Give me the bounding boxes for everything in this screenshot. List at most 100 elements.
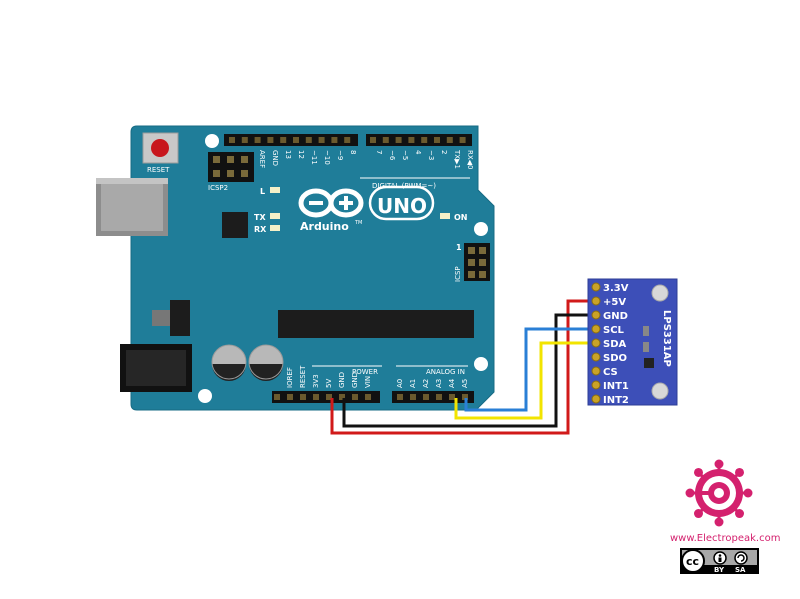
pin-hole (274, 394, 280, 400)
pin-hole (344, 137, 351, 143)
digital-pin-label: 4 (414, 150, 422, 155)
pin-hole (318, 137, 325, 143)
power-pin-label: 5V (325, 379, 333, 388)
capacitor (248, 344, 284, 381)
wire-gnd[interactable] (342, 313, 597, 428)
icsp-pin1-label: 1 (456, 243, 462, 252)
analog-header (392, 391, 474, 403)
wire-sda[interactable] (454, 341, 597, 420)
smd-component (643, 326, 649, 336)
pin-hole (382, 137, 389, 143)
wire-scl[interactable] (464, 327, 597, 412)
digital-pin-label: 8 (349, 150, 357, 154)
dc-power-jack (120, 344, 192, 392)
power-pin-label: 3V3 (312, 374, 320, 388)
pin-hole (436, 394, 442, 400)
mounting-hole (198, 389, 212, 403)
analog-pin-label: A3 (435, 379, 443, 388)
pin-hole (254, 137, 261, 143)
status-leds (270, 187, 450, 231)
module-pin-label: SDO (603, 353, 627, 364)
led-tx (270, 213, 280, 219)
module-pin-pad (591, 324, 601, 334)
power-pin-holes (274, 394, 371, 400)
cc-license-badge (680, 548, 759, 574)
led-on-label: ON (454, 213, 468, 222)
atmega-microcontroller (278, 310, 474, 338)
sensor-chip (644, 358, 654, 368)
pin-hole (229, 137, 235, 143)
module-pin-pads (591, 282, 601, 404)
electropeak-logo (685, 459, 753, 527)
pin-hole (421, 137, 428, 143)
pin-hole (339, 394, 345, 400)
module-pin-pad (591, 394, 601, 404)
cc-label: cc (686, 555, 699, 568)
pin-hole (305, 137, 312, 143)
logo-tm: TM (354, 220, 362, 226)
capacitor (211, 344, 247, 381)
power-pin-label: RESET (299, 365, 307, 388)
pin-hole (313, 394, 319, 400)
mounting-hole (474, 357, 488, 371)
reset-button[interactable] (142, 132, 179, 164)
digital-pin-label: ~9 (336, 150, 344, 160)
usb-interface-chip (222, 212, 248, 238)
pin-hole (462, 394, 468, 400)
pin-hole (293, 137, 299, 143)
pin-hole (423, 394, 429, 400)
digital-pin-label: 12 (297, 150, 305, 159)
power-pin-label: VIN (364, 376, 372, 388)
analog-label: ANALOG IN (426, 368, 465, 376)
module-pin-pad (591, 338, 601, 348)
wire-5v[interactable] (330, 299, 597, 435)
pin-hole (459, 137, 466, 143)
led-l-label: L (260, 187, 265, 196)
pin-hole (397, 394, 403, 400)
reset-label: RESET (147, 166, 170, 174)
led-rx-label: RX (254, 225, 267, 234)
pin-hole (408, 137, 415, 143)
digital-pin-label: AREF (258, 150, 266, 168)
pin-hole (241, 137, 248, 143)
pin-hole (287, 394, 293, 400)
digital-pin-label: ~11 (310, 150, 318, 165)
logo-arduino: Arduino (300, 220, 349, 233)
digital-pin-label: 7 (375, 150, 383, 154)
module-pin-label: SDA (603, 339, 627, 350)
module-pin-pad (591, 282, 601, 292)
digital-pin-label: ~10 (323, 150, 331, 165)
module-pin-label: GND (603, 311, 628, 322)
pin-hole (280, 137, 287, 143)
pin-hole (446, 137, 453, 143)
usb-connector (96, 178, 168, 236)
power-pin-label: GND (338, 372, 346, 388)
module-chip-label: LPS331AP (661, 310, 672, 367)
module-pin-label: CS (603, 367, 618, 378)
digital-pin-label: ~6 (388, 150, 396, 161)
module-pin-label: +5V (603, 297, 626, 308)
pin-hole (331, 137, 338, 143)
icsp2-header (208, 152, 254, 182)
digital-pin-label: RX◀0 (466, 150, 474, 170)
mounting-hole (474, 222, 488, 236)
icsp2-label: ICSP2 (208, 184, 228, 192)
electropeak-website: www.Electropeak.com (670, 533, 780, 544)
smd-component (643, 342, 649, 352)
pin-hole (326, 394, 332, 400)
led-l (270, 187, 280, 193)
analog-pin-label: A4 (448, 378, 456, 388)
module-pin-pad (591, 296, 601, 306)
logo-uno: UNO (377, 194, 427, 218)
module-pin-pad (591, 380, 601, 390)
led-tx-label: TX (254, 213, 266, 222)
arduino-logo (298, 185, 435, 221)
power-pin-label: GND (351, 372, 359, 388)
pin-hole (395, 137, 402, 143)
wires (330, 299, 597, 435)
icsp-label: ICSP (454, 266, 462, 282)
